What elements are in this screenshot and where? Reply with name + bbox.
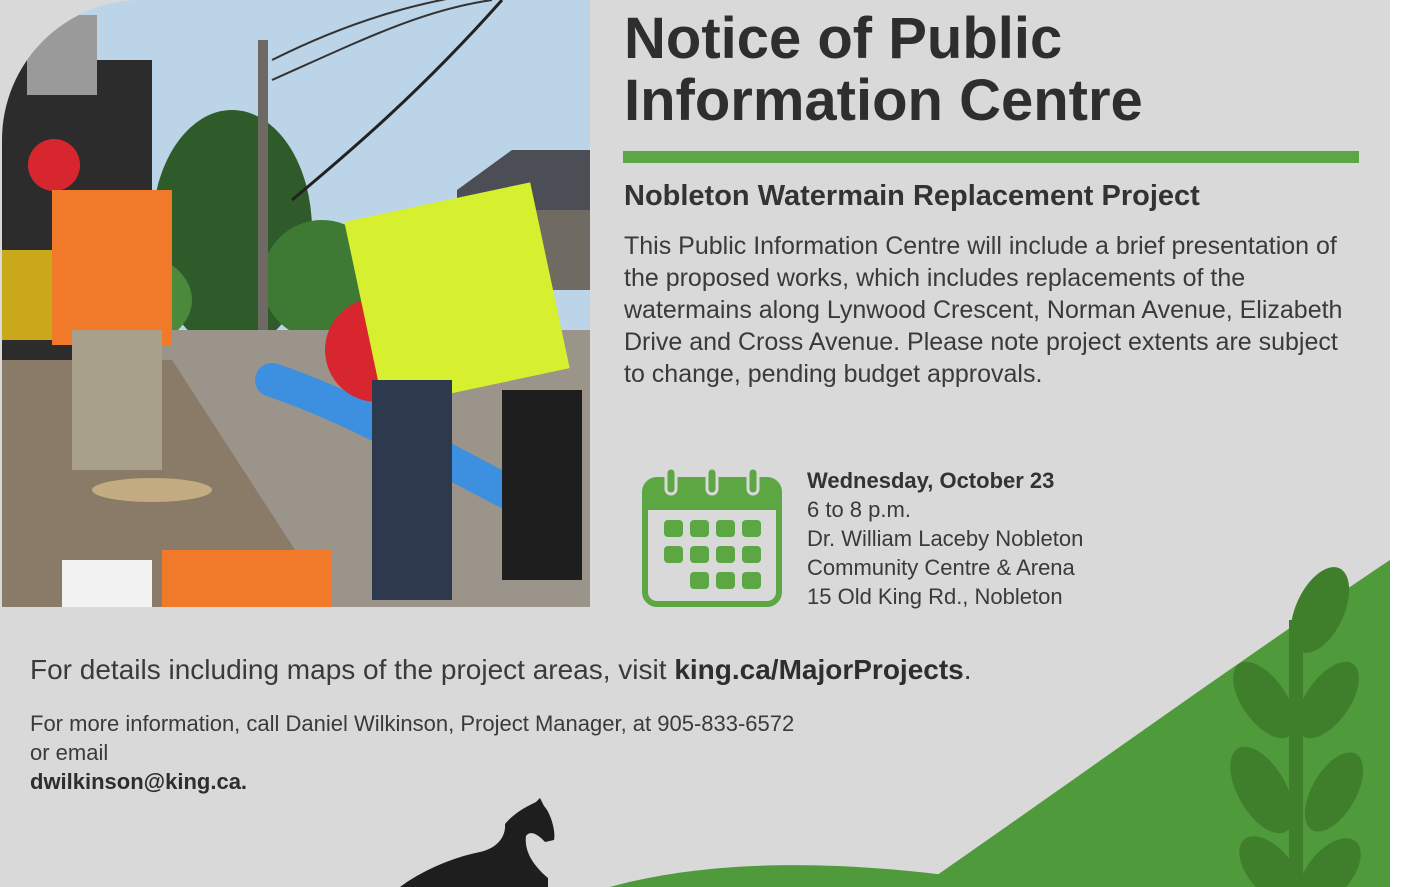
event-time: 6 to 8 p.m. — [807, 497, 911, 522]
title-divider — [623, 151, 1359, 163]
contact-line-2: or email dwilkinson@king.ca. — [30, 738, 794, 796]
details-text: For details including maps of the projec… — [30, 652, 972, 688]
event-address: 15 Old King Rd., Nobleton — [807, 584, 1063, 609]
event-date: Wednesday, October 23 — [807, 468, 1055, 493]
page-title: Notice of Public Information Centre — [624, 8, 1364, 132]
contact-email-link[interactable]: dwilkinson@king.ca. — [30, 769, 248, 794]
title-line-2: Information Centre — [624, 68, 1143, 133]
contact-email-prefix: or email — [30, 740, 109, 765]
event-venue-line-1: Dr. William Laceby Nobleton — [807, 526, 1084, 551]
details-prefix: For details including maps of the projec… — [30, 654, 675, 685]
contact-line-1: For more information, call Daniel Wilkin… — [30, 711, 795, 736]
details-suffix: . — [963, 654, 972, 685]
event-venue-line-2: Community Centre & Arena — [807, 555, 1075, 580]
project-description: This Public Information Centre will incl… — [624, 232, 1343, 388]
major-projects-link[interactable]: king.ca/MajorProjects — [674, 654, 964, 685]
event-details: Wednesday, October 23 6 to 8 p.m. Dr. Wi… — [807, 466, 1083, 611]
contact-text: For more information, call Daniel Wilkin… — [30, 709, 794, 796]
green-hill-bottom — [610, 865, 990, 887]
watermain-work-illustration — [2, 0, 590, 607]
project-title: Nobleton Watermain Replacement Project — [624, 180, 1200, 212]
calendar-icon — [642, 466, 782, 607]
title-line-1: Notice of Public — [624, 6, 1063, 71]
leaf-sprig-icon — [1230, 567, 1364, 887]
horse-silhouette-icon — [400, 798, 555, 887]
construction-photo — [2, 0, 590, 607]
